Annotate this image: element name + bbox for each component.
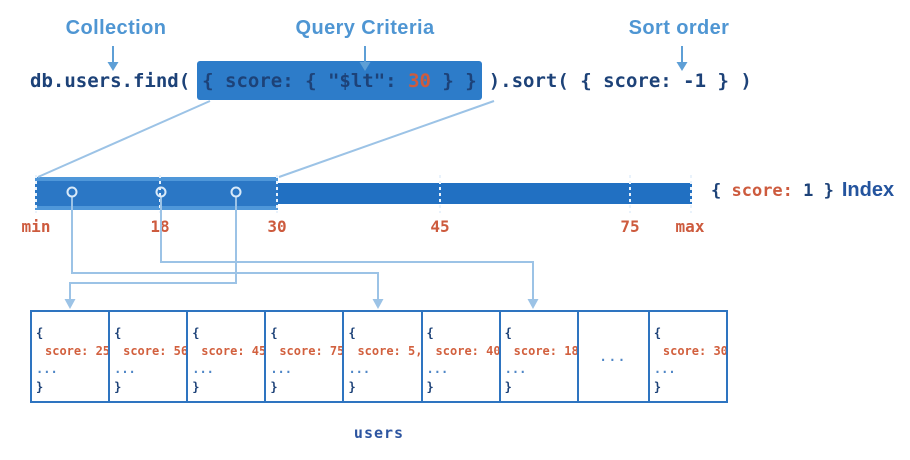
document-score-field: score: 30, [662,344,728,358]
document-brace-close: } [504,380,512,394]
criteria-close: } } [430,70,477,92]
query-criteria-highlight: { score: { "$lt": 30 } } [197,61,482,100]
document-brace-close: } [653,380,662,394]
index-brace-open: { [711,181,732,201]
document-ellipsis: ... [192,362,214,376]
document-brace-open: { [270,326,278,340]
index-bar-matched-range [35,177,278,210]
code-suffix: ).sort( { score: -1 } ) [488,70,752,92]
tick-label-75: 75 [620,217,640,236]
document-brace-close: } [348,380,356,394]
document-brace-open: { [653,326,662,340]
tick-label-45: 45 [430,217,450,236]
document-ellipsis: ... [270,362,293,376]
document-brace-open: { [192,326,200,340]
index-definition-label: { score: 1 } Index [711,179,894,202]
document-brace-open: { [348,326,356,340]
document-box: {score: 75,...} [264,310,345,403]
code-prefix: db.users.find( [30,70,191,92]
document-brace-close: } [270,380,278,394]
connector-entry2-to-doc7 [160,197,534,299]
query-criteria-label: Query Criteria [295,17,435,39]
document-brace-open: { [426,326,434,340]
document-box: ... [576,310,650,403]
tick-label-min: min [21,217,51,236]
document-score-field: score: 75, [279,344,345,358]
document-box: {score: 56,...} [108,310,189,403]
document-box: {score: 45,...} [186,310,267,403]
document-ellipsis: ... [348,362,371,376]
range-map-line-left [37,100,211,178]
document-score-field: score: 25, [45,344,111,358]
document-ellipsis: ... [653,362,676,376]
document-score-field: score: 18, [513,344,579,358]
document-brace-open: { [504,326,512,340]
document-ellipsis: ... [36,362,58,376]
tick-label-18: 18 [150,217,170,236]
document-score-field: score: 56, [123,344,189,358]
document-ellipsis: ... [426,362,449,376]
index-key: score: [731,181,793,201]
document-box: {score: 5,...} [342,310,423,403]
document-ellipsis: ... [504,362,527,376]
document-score-field: score: 5, [357,344,423,358]
range-map-line-right [278,100,495,178]
document-brace-open: { [114,326,122,340]
connector-entry1-to-doc5 [71,197,379,299]
document-score-field: score: 40, [435,344,501,358]
index-value: 1 } [792,181,834,201]
collection-label: Collection [65,17,167,39]
document-ellipsis: ... [114,362,136,376]
tick-label-max: max [675,217,705,236]
doc5-arrowhead-icon [372,299,384,309]
document-brace-close: } [36,380,44,394]
sort-order-label: Sort order [628,17,730,39]
document-ellipsis: ... [599,349,628,364]
users-collection-label: users [353,424,405,442]
criteria-text: { score: { "$lt": [202,70,409,92]
doc1-arrowhead-icon [64,299,76,309]
query-code-line: db.users.find( { score: { "$lt": 30 } }).… [30,61,752,100]
document-box: {score: 40,...} [420,310,501,403]
document-box: {score: 18,...} [498,310,579,403]
index-word: Index [841,179,895,201]
criteria-value: 30 [408,70,431,92]
tick-label-30: 30 [267,217,287,236]
documents-row: {score: 25,...}{score: 56,...}{score: 45… [30,310,728,403]
document-score-field: score: 45, [201,344,267,358]
document-box: {score: 25,...} [30,310,111,403]
document-brace-close: } [114,380,122,394]
document-box: {score: 30,...} [647,310,728,403]
connector-entry3-to-doc1 [69,197,237,299]
document-brace-close: } [426,380,434,394]
document-brace-close: } [192,380,200,394]
doc7-arrowhead-icon [527,299,539,309]
document-brace-open: { [36,326,44,340]
